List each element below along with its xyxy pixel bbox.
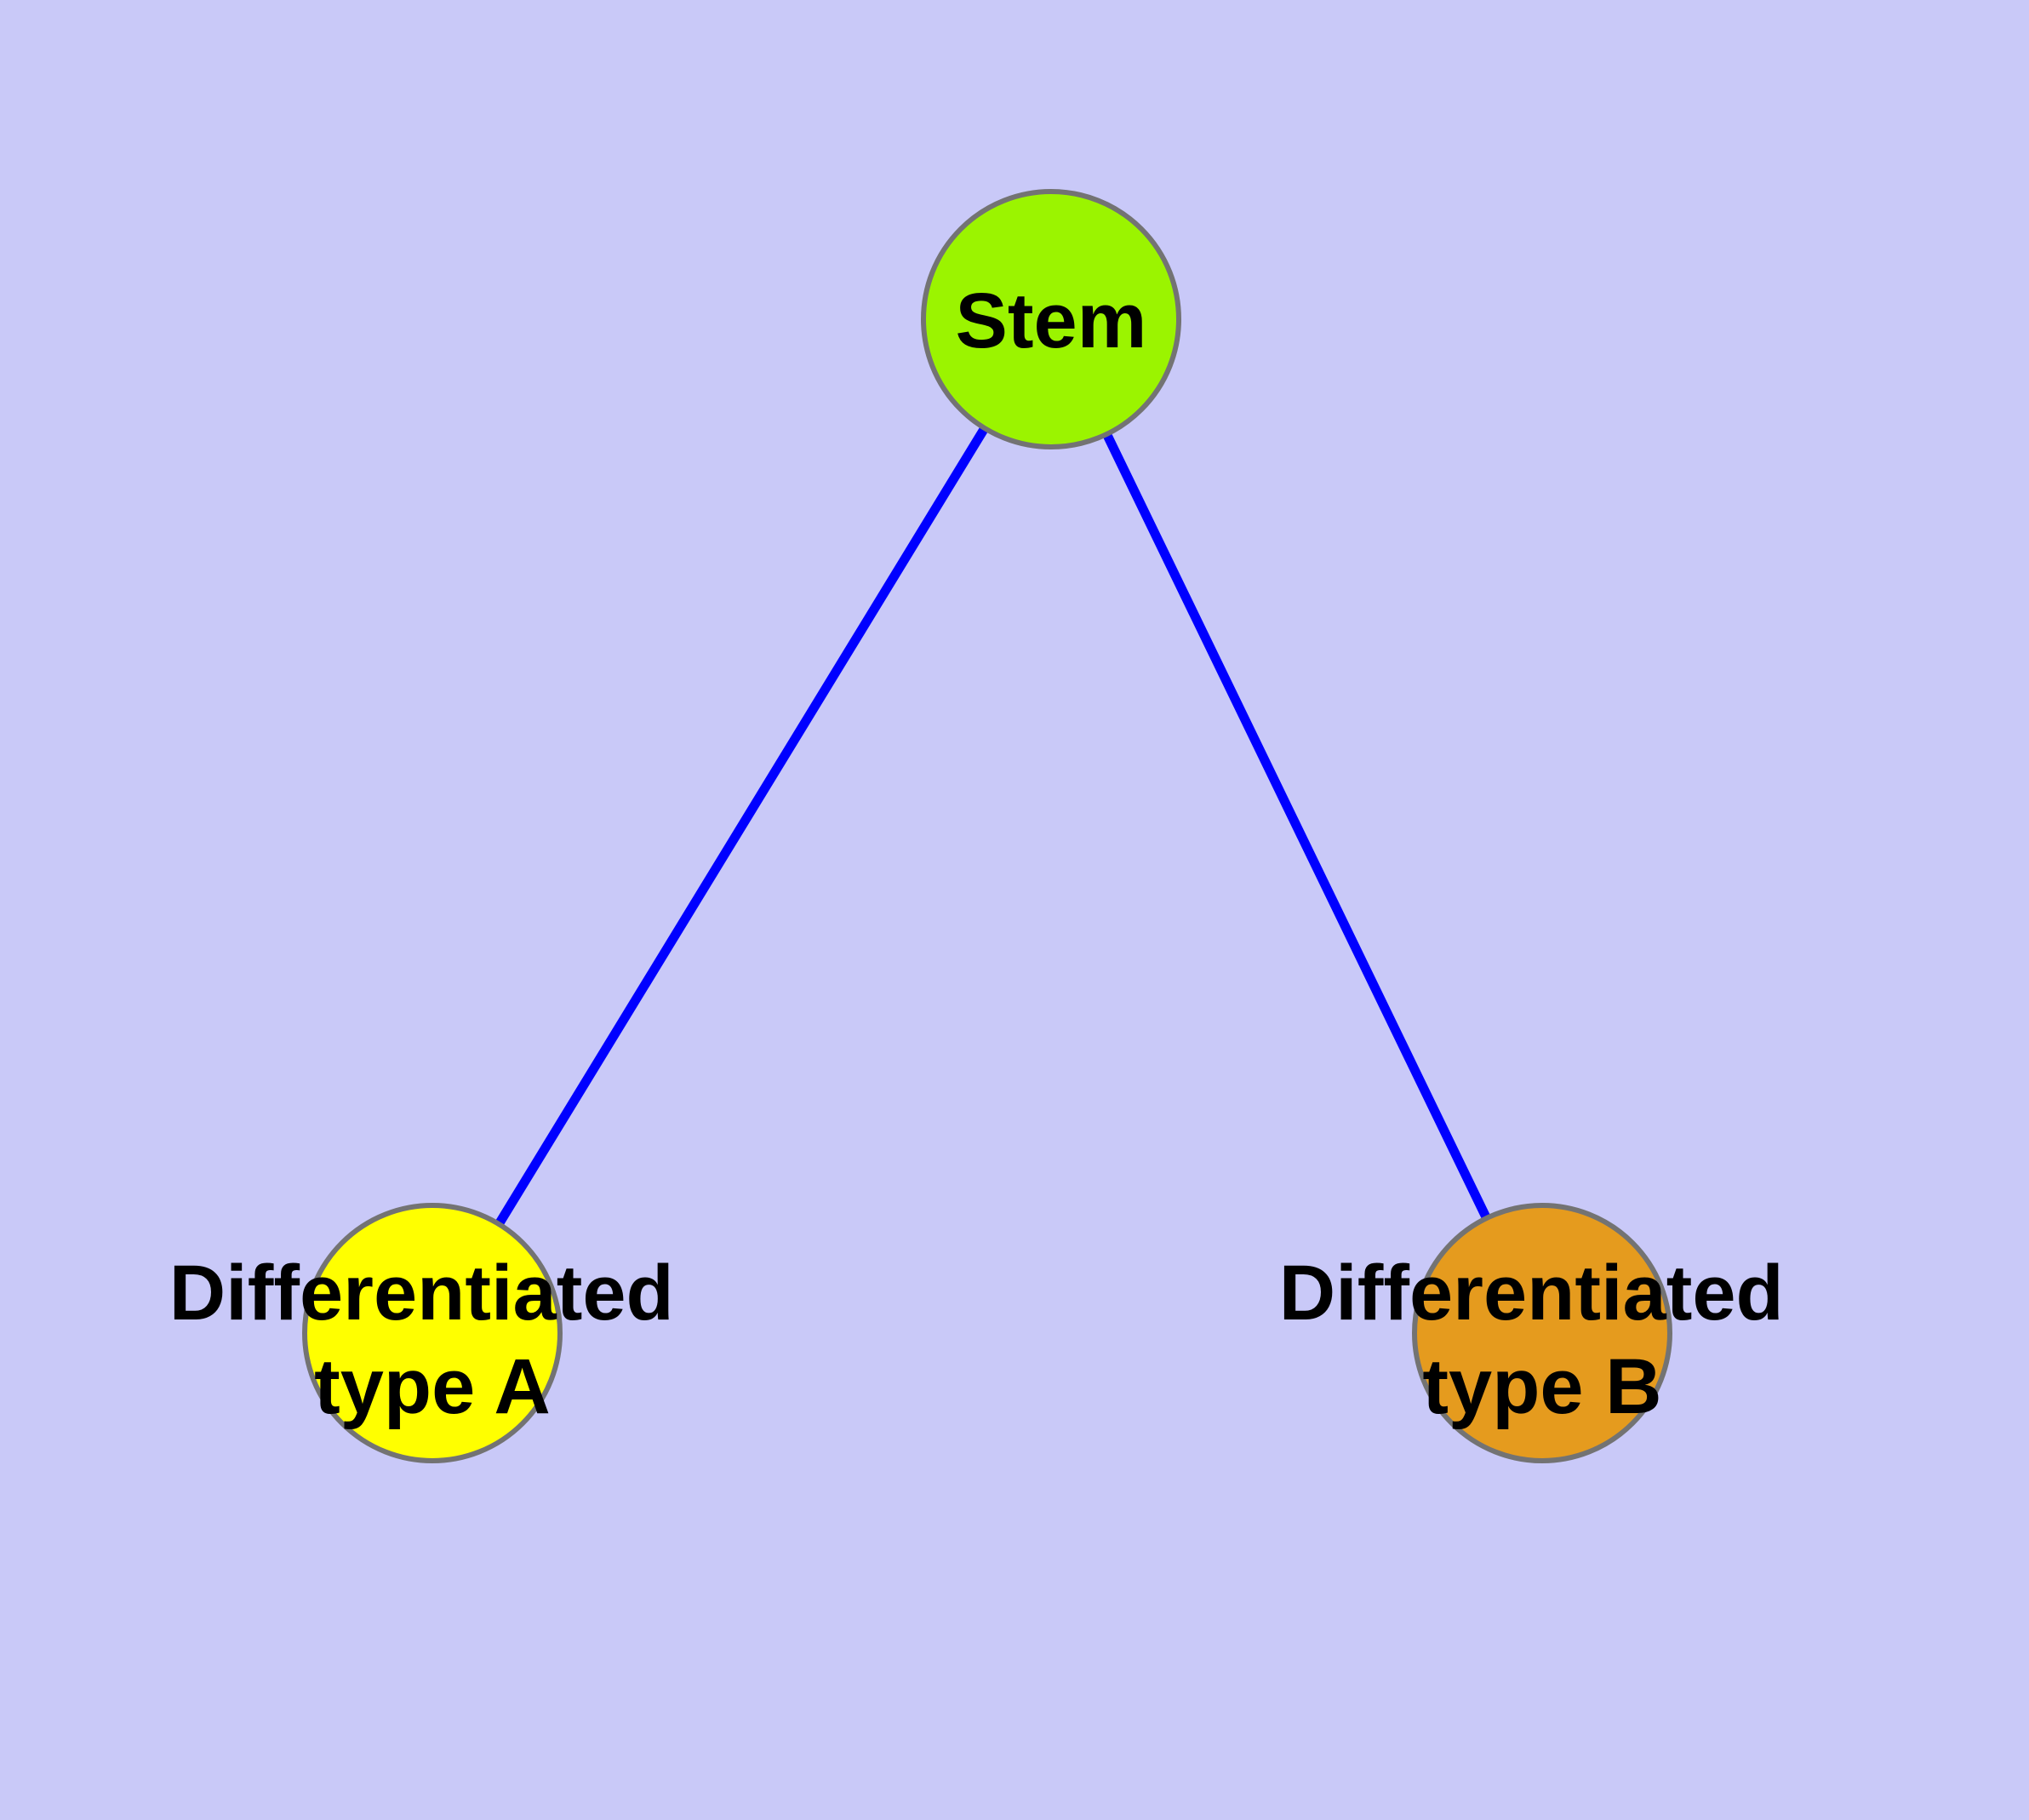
node-type-a-circle (302, 1203, 563, 1463)
node-stem-label-line: Stem (956, 278, 1147, 364)
node-type-b-circle (1412, 1203, 1672, 1463)
node-differentiated-type-a: Differentiated type A (169, 1203, 696, 1463)
node-type-a-label-line-2: type A (314, 1343, 551, 1430)
node-stem-circle (921, 189, 1181, 449)
node-type-a-label: Differentiated type A (169, 1250, 696, 1430)
edge-stem-to-type-b (1047, 317, 1546, 1336)
node-type-b-label-line-1: Differentiated (1279, 1250, 1784, 1336)
node-type-b-label-line-2: type B (1422, 1343, 1661, 1430)
node-stem: Stem (921, 189, 1181, 449)
node-type-a-label-line-1: Differentiated (169, 1250, 674, 1336)
node-differentiated-type-b: Differentiated type B (1279, 1203, 1806, 1463)
node-stem-label: Stem (956, 278, 1147, 364)
edge-stem-to-type-a (428, 317, 1055, 1336)
node-type-b-label: Differentiated type B (1279, 1250, 1806, 1430)
